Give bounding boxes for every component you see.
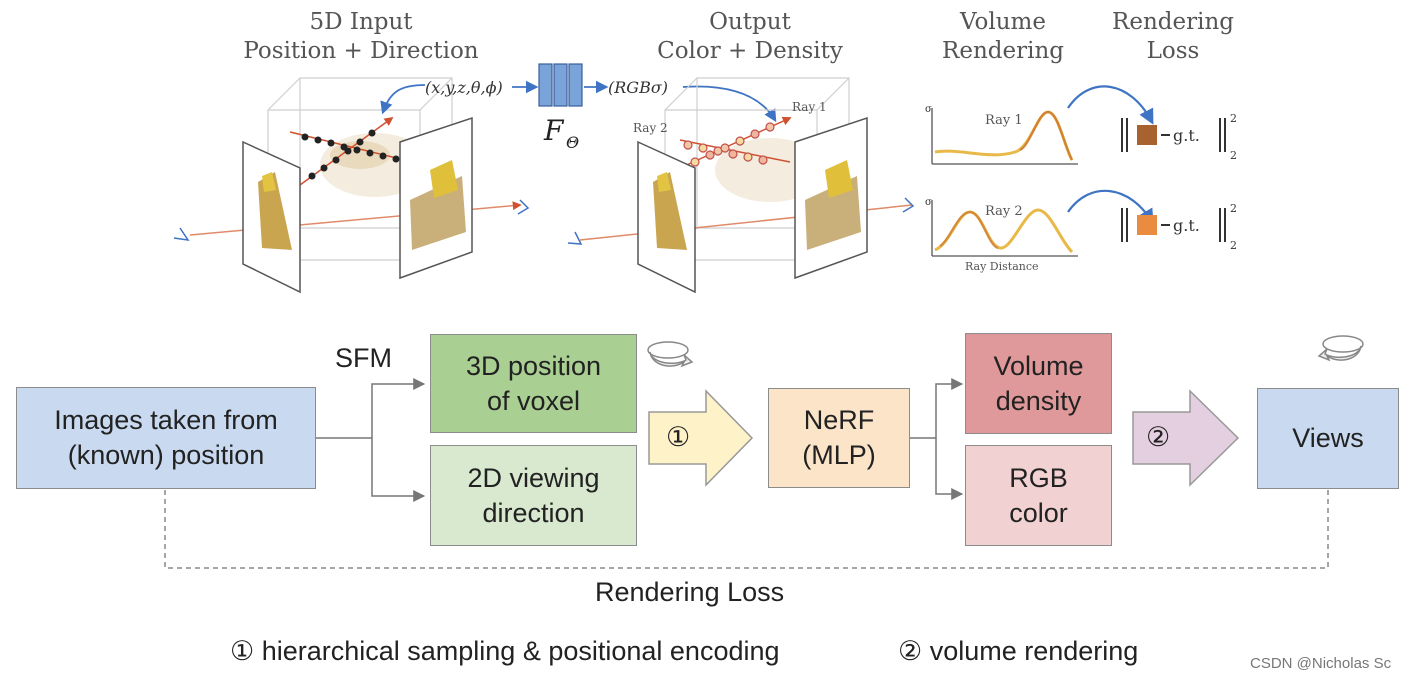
network-block: [538, 63, 583, 107]
header-rendering-loss: Rendering Loss: [1112, 9, 1234, 64]
network-label: F: [543, 114, 565, 147]
legend-step1: ① hierarchical sampling & positional enc…: [230, 636, 780, 666]
gt-label-2: g.t.: [1173, 216, 1200, 235]
loss-patch-2: [1137, 215, 1157, 235]
gt-label-1: g.t.: [1173, 126, 1200, 145]
norm-sup-2: 2: [1230, 202, 1237, 215]
network-subscript: Θ: [566, 133, 579, 152]
input-tuple: (x,y,z,θ,ϕ): [425, 78, 503, 97]
density-box: Volume density: [965, 333, 1112, 434]
header-volume-rendering: Volume Rendering: [942, 9, 1064, 64]
sfm-label: SFM: [335, 343, 392, 373]
loss-norm-2: [1121, 208, 1226, 242]
watermark: CSDN @Nicholas Sc: [1250, 655, 1392, 672]
flow-connectors: [164, 335, 1364, 569]
loss-norm-1: [1121, 118, 1226, 152]
legend-step2: ② volume rendering: [898, 636, 1139, 666]
plot-ray1-sigma: σ: [925, 104, 932, 115]
step2-arrow: [1132, 389, 1240, 487]
output-tuple: (RGBσ): [608, 78, 668, 97]
norm-sub-2: 2: [1230, 239, 1237, 252]
step2-label: ②: [1146, 422, 1171, 452]
nerf-pipeline-illustration: (x,y,z,θ,ϕ) F Θ (RGBσ) Ray 1 Ray 2: [173, 63, 1237, 294]
plot-ray2-label: Ray 2: [985, 204, 1023, 219]
sample-points-left: [301, 129, 400, 180]
ray1-label: Ray 1: [792, 100, 827, 114]
loss-patch-1: [1137, 125, 1157, 145]
step1-arrow: [648, 389, 754, 487]
rendering-loss-label: Rendering Loss: [595, 577, 785, 607]
nerf-box: NeRF (MLP): [768, 388, 910, 488]
norm-sub-1: 2: [1230, 149, 1237, 162]
plot-ray2-sigma: σ: [925, 197, 932, 208]
ray2-label: Ray 2: [633, 121, 668, 135]
plot-ray1: [931, 108, 1078, 165]
direction-box: 2D viewing direction: [430, 445, 637, 546]
header-output: Output Color + Density: [657, 9, 843, 64]
ray-distance-label: Ray Distance: [965, 260, 1039, 273]
position-box: 3D position of voxel: [430, 334, 637, 433]
plot-ray1-label: Ray 1: [985, 113, 1023, 128]
images-box: Images taken from (known) position: [16, 387, 316, 489]
step1-label: ①: [666, 422, 691, 452]
header-5d-input: 5D Input Position + Direction: [243, 9, 479, 64]
rotate-icon-right: [1317, 335, 1364, 362]
plot-ray2: [931, 200, 1078, 257]
rgb-box: RGB color: [965, 445, 1112, 546]
norm-sup-1: 2: [1230, 112, 1237, 125]
sample-points-right: [683, 122, 775, 167]
rotate-icon-left: [647, 341, 694, 368]
views-box: Views: [1257, 388, 1399, 489]
